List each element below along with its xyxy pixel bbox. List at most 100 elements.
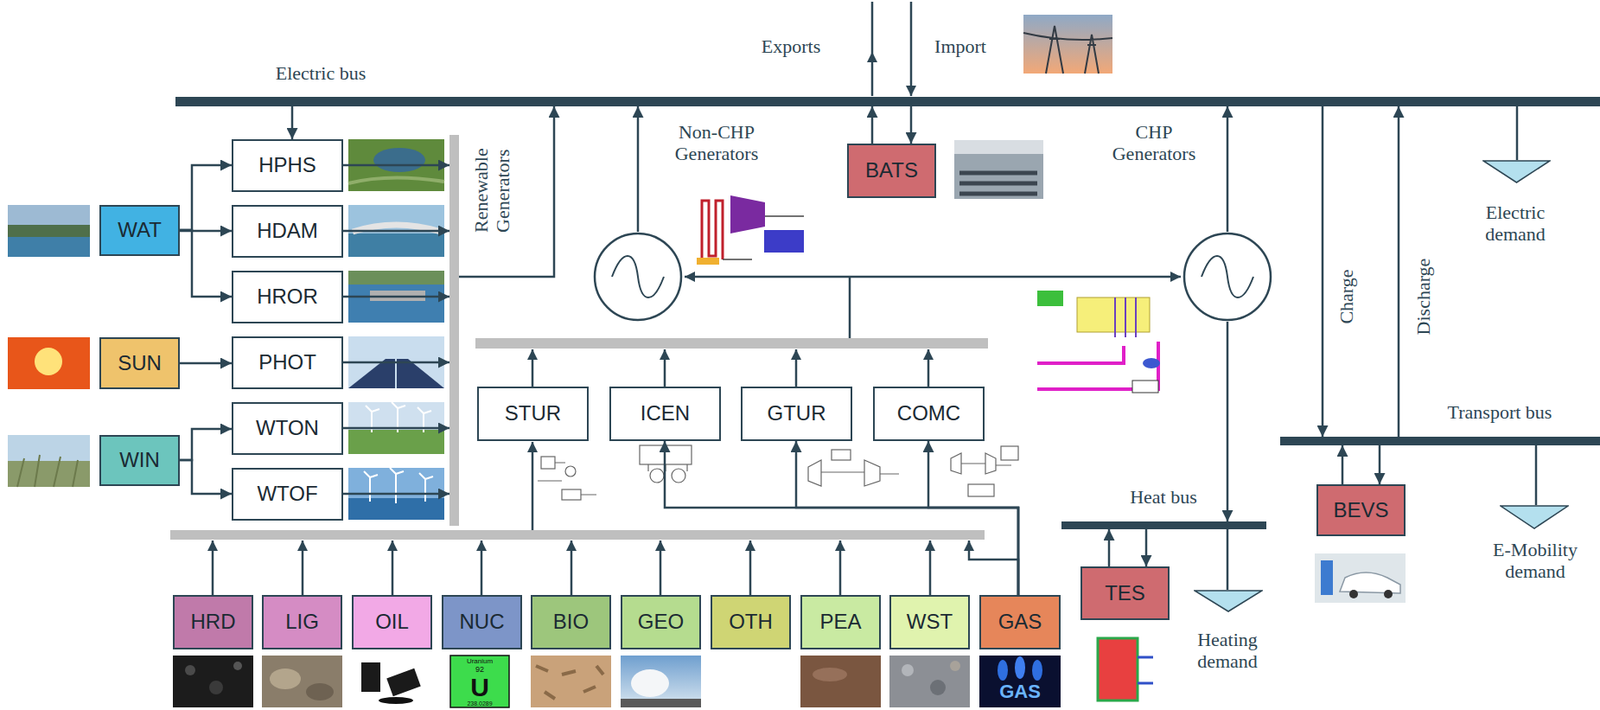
oil-barrel-photo [386, 668, 421, 696]
rankine-cycle-drawing [722, 216, 804, 260]
chp-plant-drawing [1132, 380, 1159, 393]
gas-turbine-drawing [821, 471, 899, 474]
arrow-head [566, 540, 577, 551]
arrow-head [659, 349, 670, 360]
node-label: HROR [256, 285, 319, 308]
sine-wave [611, 255, 664, 298]
node-label: Electric demand [1467, 201, 1563, 246]
coal-photo [172, 655, 254, 708]
process-box: BIO [530, 594, 612, 650]
demand-triangle-shape [1483, 160, 1550, 183]
flow-wire [968, 540, 1019, 595]
onshore-wind-photo [348, 429, 445, 454]
flow-connector [343, 361, 450, 364]
uranium-tile [450, 655, 510, 708]
flow-connector [179, 362, 232, 365]
arrow-head [207, 51, 1181, 551]
flow-wire [531, 441, 535, 530]
flow-connector [871, 106, 874, 144]
steam-turbine-drawing [565, 465, 576, 477]
flow-connector [1226, 321, 1230, 522]
flow-wire [212, 540, 931, 595]
biomass-photo [535, 665, 604, 699]
bus-bar: Transport bus [1280, 436, 1600, 446]
combined-cycle-drawing [950, 446, 1019, 497]
node-label: COMC [897, 401, 961, 425]
node-label: WST [906, 610, 953, 633]
node-label: LIG [285, 610, 319, 633]
coal-photo [172, 655, 254, 708]
flow-connector [910, 106, 913, 144]
node-label: CHP Generators [1102, 121, 1205, 166]
edge-label: Discharge [1413, 258, 1435, 336]
flow-connector [796, 440, 1019, 595]
node-label: GTUR [767, 401, 827, 425]
lignite-photo [261, 655, 343, 708]
rankine-cycle-drawing [701, 200, 723, 260]
coal-photo [233, 661, 243, 670]
chp-plant-drawing [1033, 285, 1181, 403]
node-label: WTON [255, 416, 319, 440]
flow-wire [532, 349, 929, 387]
picture-text: 92 [475, 665, 485, 674]
rankine-cycle-drawing [696, 257, 720, 265]
flow-connector [179, 229, 232, 297]
arrow-head [866, 51, 878, 63]
combined-cycle-drawing [1000, 446, 1019, 460]
node-label: PEA [819, 610, 861, 633]
ev-car-photo [1314, 553, 1406, 603]
gas-turbine-drawing [864, 459, 880, 486]
generator-circle [1184, 233, 1271, 320]
waste-photo [889, 655, 970, 708]
flow-connector [343, 164, 450, 167]
chp-plant-drawing [1037, 290, 1064, 306]
lake-photo [7, 224, 90, 237]
node-label: TES [1104, 581, 1146, 605]
flow-connector [664, 440, 1019, 595]
flow-label: Import [934, 37, 987, 57]
pylon-photo [1023, 14, 1113, 74]
waste-photo [930, 679, 946, 695]
arrow-head [835, 540, 846, 551]
flow-connector [458, 106, 555, 277]
node-label: Heat bus [1111, 485, 1216, 508]
process-box: HROR [231, 270, 344, 324]
process-box: LIG [261, 594, 343, 650]
lignite-photo [305, 682, 334, 701]
lake-photo [7, 204, 90, 257]
pumped-storage-photo [348, 177, 445, 184]
demand-triangle: Heating demand [1193, 589, 1263, 612]
arrow-head [745, 540, 756, 551]
process-box: WTON [231, 401, 344, 455]
coal-photo [184, 664, 196, 676]
lignite-photo [269, 668, 301, 689]
node-label: WAT [117, 218, 162, 242]
arrow-head [297, 540, 308, 551]
node-label: HDAM [256, 219, 319, 243]
process-box: STUR [477, 386, 589, 441]
gas-flame-photo [997, 659, 1008, 681]
flow-connector [637, 106, 640, 232]
arrow-head [905, 85, 917, 96]
ev-car-photo [1320, 560, 1333, 595]
picture-text: 238.0289 [466, 700, 492, 707]
generator-group-bar: Renewable Generators [449, 134, 459, 526]
picture-text: GAS [999, 682, 1041, 702]
rankine-cycle-drawing [691, 188, 817, 271]
flow-connector [1341, 445, 1345, 485]
process-box: PHOT [231, 336, 344, 389]
run-of-river-photo [348, 270, 445, 285]
arrow-head [924, 540, 936, 551]
chp-plant-drawing [1142, 357, 1161, 369]
flow-connector [1516, 106, 1519, 160]
node-label: E-Mobility demand [1487, 538, 1583, 583]
lignite-photo [261, 655, 343, 708]
sine-wave [1201, 255, 1254, 298]
process-box: OIL [351, 594, 433, 650]
heat-storage-drawing [1137, 656, 1154, 683]
arrow-head [207, 540, 218, 551]
ev-car-photo [1339, 572, 1401, 593]
chp-plant-drawing [1115, 297, 1136, 338]
node-label: Electric bus [247, 62, 395, 84]
